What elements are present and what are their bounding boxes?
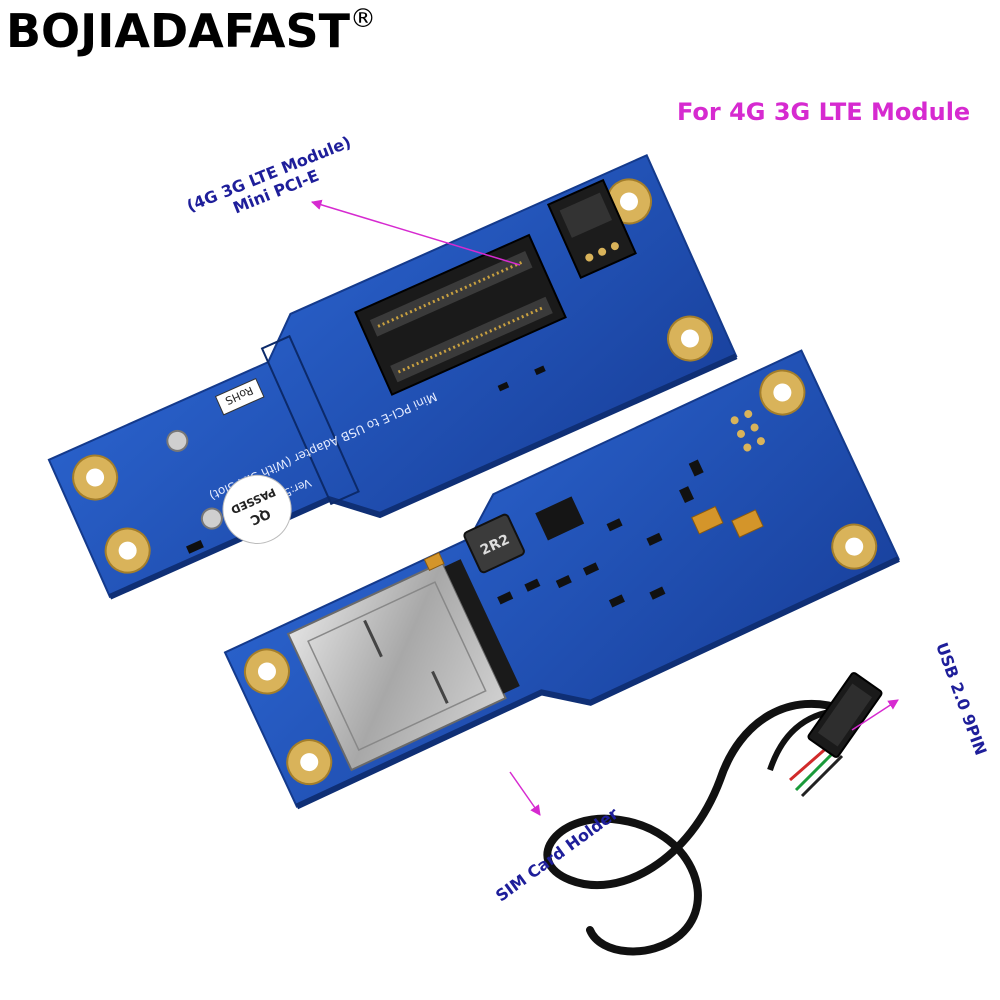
standoff-screw xyxy=(166,429,189,452)
inductor: 2R2 xyxy=(463,513,525,574)
brand-name: BOJIADAFAST xyxy=(6,4,351,58)
headline: For 4G 3G LTE Module xyxy=(677,98,971,126)
brand-logo: BOJIADAFAST® xyxy=(6,4,376,58)
qc-passed-sticker: QC PASSED xyxy=(222,474,292,544)
mounting-hole xyxy=(243,369,878,786)
usb-pin-header xyxy=(546,178,637,279)
adapter-board-top: Mini PCI-E to USB Adapter (With SIM Slot… xyxy=(47,153,738,600)
sim-card-holder xyxy=(286,559,520,772)
usb-header-arrow xyxy=(851,699,899,731)
sim-holder-arrow xyxy=(509,771,541,816)
rohs-mark: RoHS xyxy=(214,377,265,416)
adapter-board-bottom: 2R2 xyxy=(223,349,900,810)
mini-pcie-arrow xyxy=(310,199,521,266)
mini-pcie-slot xyxy=(354,233,567,396)
usb-cable xyxy=(543,672,883,956)
registered-mark: ® xyxy=(350,3,377,34)
regulator-ic xyxy=(535,496,585,541)
